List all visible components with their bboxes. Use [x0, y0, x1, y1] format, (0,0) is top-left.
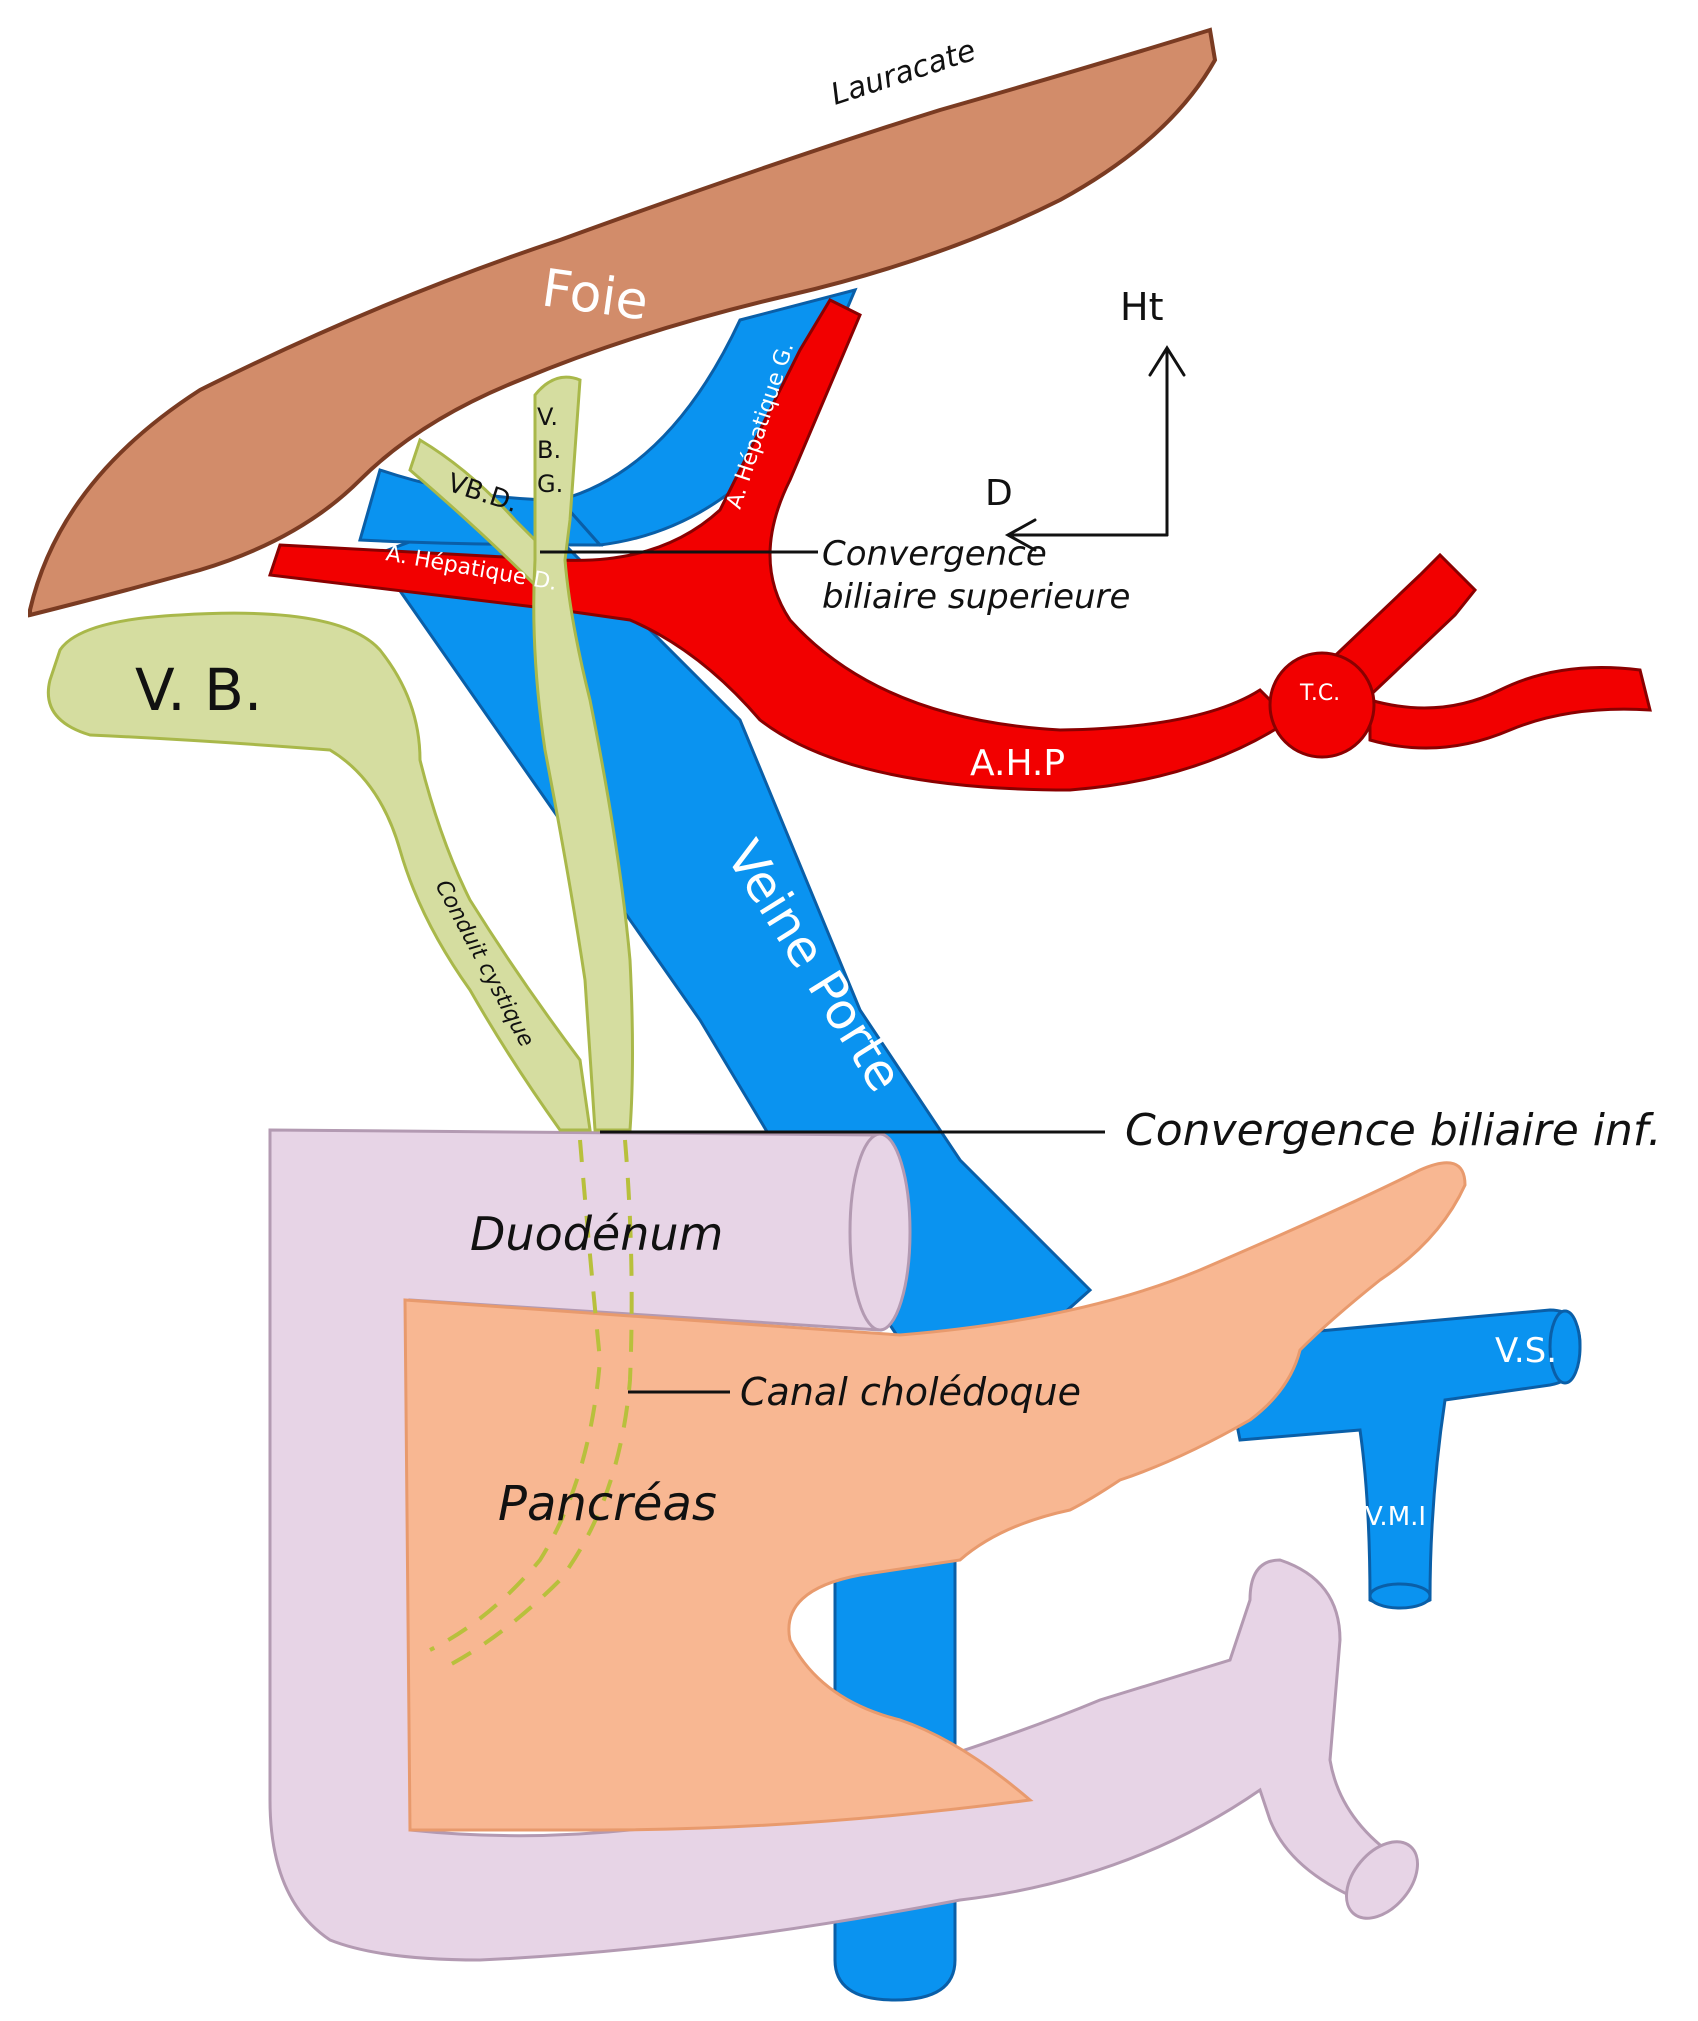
imv-end	[1370, 1584, 1430, 1608]
label-vbg-2: B.	[537, 436, 561, 464]
orientation-up-arrow	[1150, 348, 1184, 535]
label-canal-choledoque: Canal cholédoque	[740, 1370, 1081, 1414]
label-vs: V.S.	[1495, 1331, 1557, 1371]
label-vbg-3: G.	[537, 470, 563, 498]
label-duodenum: Duodénum	[470, 1207, 723, 1261]
celiac-branch-lower	[1370, 668, 1650, 749]
duodenum-proximal-opening	[850, 1134, 910, 1330]
label-tc: T.C.	[1299, 681, 1340, 706]
label-convergence-sup-1: Convergence	[822, 534, 1047, 574]
label-convergence-sup-2: biliaire superieure	[822, 577, 1130, 617]
orientation-side-label: D	[985, 473, 1013, 514]
label-ahp: A.H.P	[970, 743, 1065, 784]
orientation-indicator: Ht D	[985, 285, 1184, 550]
orientation-up-label: Ht	[1120, 285, 1163, 329]
label-conduit-cystique: Conduit cystique	[430, 876, 539, 1051]
label-vmi: V.M.I	[1365, 1502, 1426, 1532]
label-vb: V. B.	[135, 656, 262, 724]
label-lauracate: Lauracate	[827, 33, 980, 113]
label-convergence-inf: Convergence biliaire inf.	[1125, 1105, 1662, 1156]
label-vbg-1: V.	[537, 403, 558, 431]
label-pancreas: Pancréas	[498, 1476, 717, 1532]
